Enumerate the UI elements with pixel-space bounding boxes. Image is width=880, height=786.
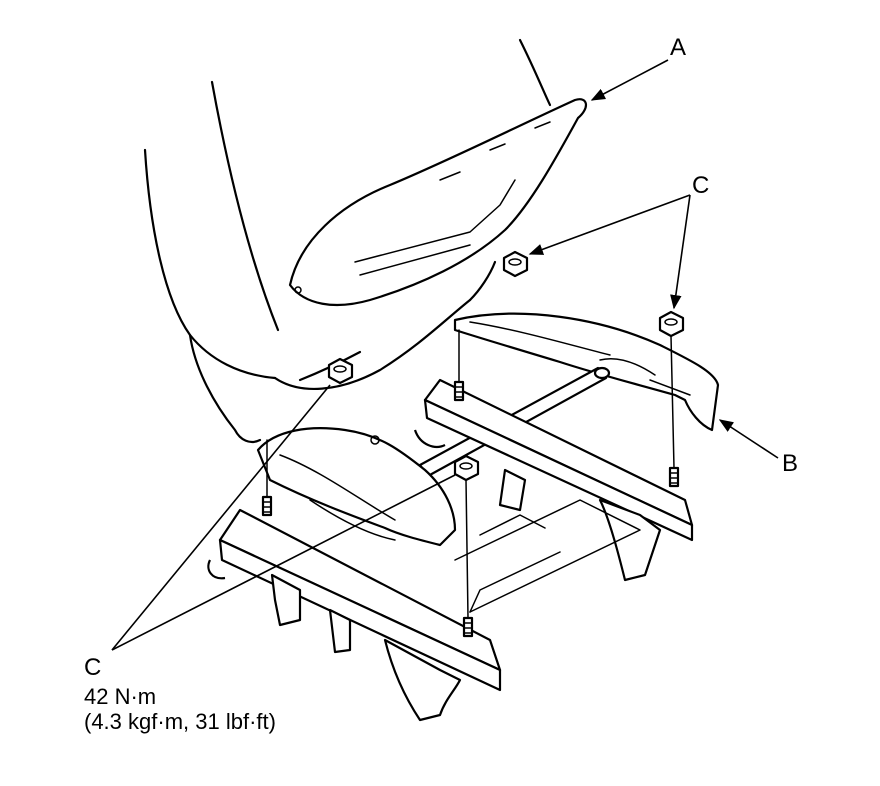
torque-spec-metric: 42 N·m xyxy=(84,684,157,709)
stud-rear-right xyxy=(668,466,680,488)
nut-front-left xyxy=(327,357,354,385)
leader-a xyxy=(590,59,669,101)
stud-front-left xyxy=(261,495,273,517)
stud-front-right xyxy=(462,616,474,638)
leader-c-top-2 xyxy=(670,194,691,310)
stud-rear-left xyxy=(453,380,465,402)
nut-rear-left xyxy=(502,250,529,278)
left-seat-rail xyxy=(207,508,502,722)
callout-c-top: C xyxy=(692,172,710,199)
torque-spec: 42 N·m (4.3 kgf·m, 31 lbf·ft) xyxy=(84,684,276,735)
leader-c-top-1 xyxy=(528,194,691,255)
nut-front-right xyxy=(453,454,480,482)
torque-spec-imperial: (4.3 kgf·m, 31 lbf·ft) xyxy=(84,709,276,735)
callout-c-bottom: C xyxy=(84,654,102,681)
callout-b: B xyxy=(782,450,799,477)
leader-c-bottom-2 xyxy=(111,474,456,651)
nut-rear-right xyxy=(658,310,685,338)
right-seat-bracket xyxy=(453,312,720,432)
studs xyxy=(261,380,680,638)
assembly-guide-lines xyxy=(266,329,675,619)
nuts xyxy=(327,250,685,482)
seat-back xyxy=(143,38,552,380)
callout-a: A xyxy=(670,34,687,61)
right-seat-rail xyxy=(413,378,694,582)
left-seat-bracket xyxy=(256,427,457,547)
leader-b xyxy=(718,419,779,459)
leader-lines xyxy=(111,59,779,651)
leader-c-bottom-1 xyxy=(111,384,331,651)
seat-side-cover xyxy=(288,98,587,307)
rail-mounting-plate xyxy=(454,499,641,613)
